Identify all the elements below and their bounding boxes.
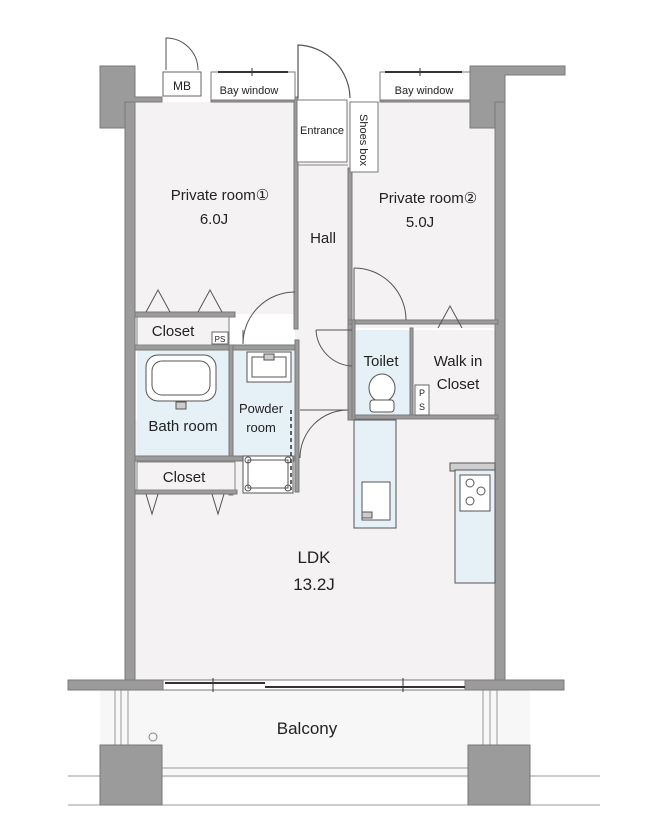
- powder-fixtures: [242, 351, 294, 494]
- bay-window-frames: [210, 68, 471, 101]
- ldk-size: 13.2J: [293, 575, 335, 594]
- shoes-box-label: Shoes box: [357, 114, 369, 166]
- shoes-box: [349, 101, 379, 173]
- closet-lower-label: Closet: [163, 469, 206, 486]
- private-room-2-size: 5.0J: [406, 214, 434, 231]
- balcony-label: Balcony: [277, 719, 338, 738]
- closet-upper-label: Closet: [152, 323, 195, 340]
- mb-box: [162, 71, 202, 97]
- mb-door-swing: [165, 37, 199, 71]
- bay-window-left-label: Bay window: [220, 85, 279, 97]
- walk-in-closet-label-1: Walk in: [434, 353, 483, 370]
- closet-lower-fixture: [136, 461, 236, 516]
- ps-left-label: PS: [215, 335, 226, 344]
- entrance-box: [296, 99, 348, 163]
- private-room-2-label: Private room②: [379, 190, 477, 207]
- ldk-label: LDK: [297, 548, 331, 567]
- closet-upper-fixture: [136, 288, 230, 346]
- private-room-1-label: Private room①: [171, 187, 269, 204]
- powder-room-label-2: room: [246, 420, 276, 435]
- ps-right-label-s: S: [419, 402, 425, 412]
- powder-room-label-1: Powder: [239, 401, 284, 416]
- floor-fills: [135, 102, 495, 680]
- entrance-label: Entrance: [300, 125, 344, 137]
- bathtub-fixture: [145, 354, 217, 410]
- bay-window-right-label: Bay window: [395, 85, 454, 97]
- door-swings: [242, 267, 463, 459]
- toilet-fixture: [368, 373, 430, 416]
- kitchen-fixtures: [353, 419, 496, 584]
- toilet-label: Toilet: [363, 353, 399, 370]
- mb-label: MB: [173, 79, 191, 93]
- interior-walls: [134, 311, 499, 496]
- bath-room-label: Bath room: [148, 418, 217, 435]
- private-room-1-size: 6.0J: [200, 211, 228, 228]
- ps-right-label-p: P: [419, 388, 425, 398]
- entrance-door-swing: [297, 44, 351, 99]
- walk-in-closet-label-2: Closet: [437, 376, 480, 393]
- hall-label: Hall: [310, 230, 336, 247]
- balcony-windows: [162, 678, 466, 692]
- balcony-area: [68, 690, 600, 806]
